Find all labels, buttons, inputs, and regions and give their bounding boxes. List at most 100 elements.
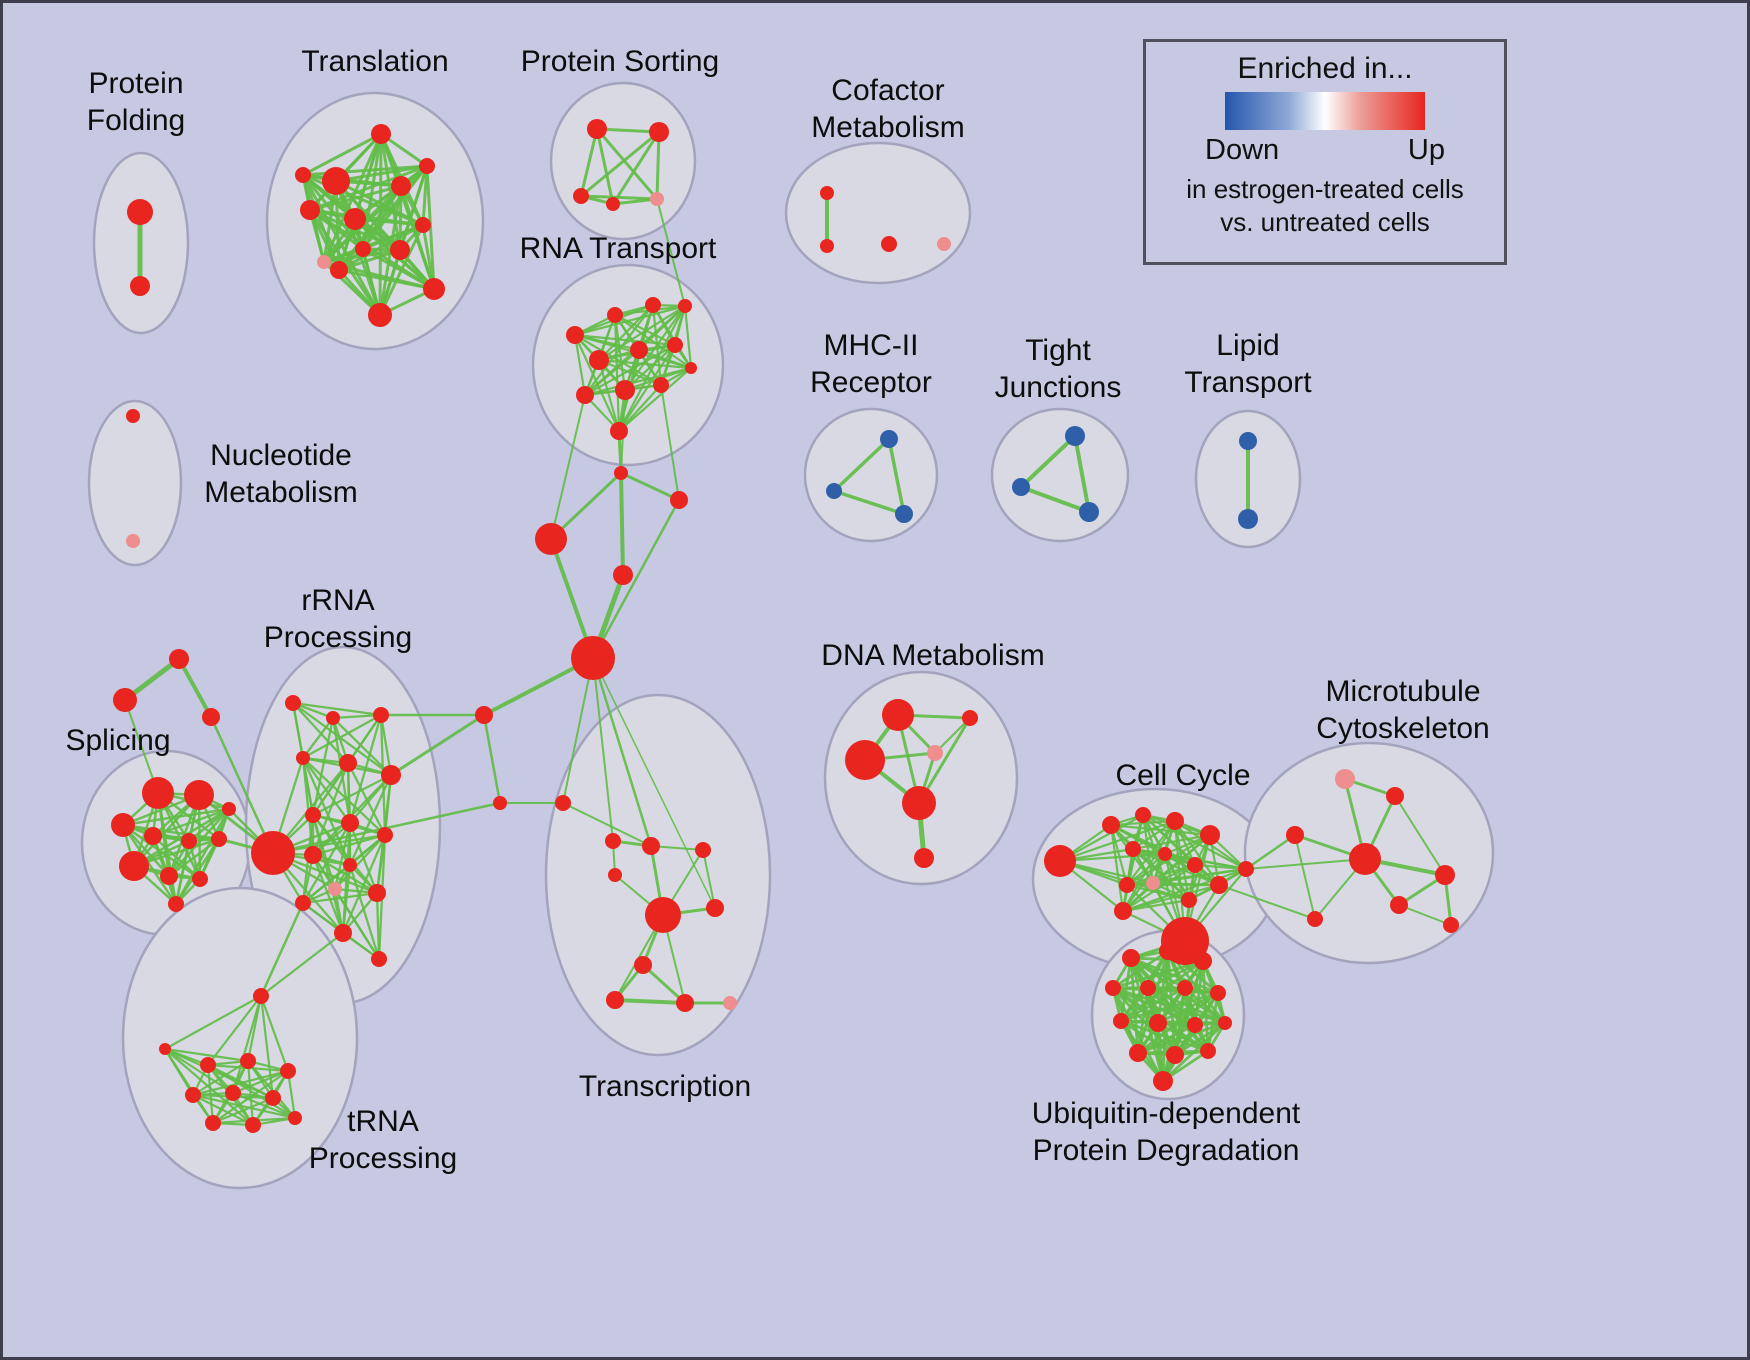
edge — [163, 1047, 235, 1095]
node — [882, 699, 914, 731]
node — [1135, 807, 1151, 823]
edge — [619, 471, 625, 577]
edge — [583, 303, 655, 397]
edge — [331, 713, 383, 720]
node — [355, 241, 371, 257]
edge — [1119, 986, 1187, 1023]
edge — [1193, 863, 1248, 871]
edge — [597, 358, 693, 370]
node — [300, 200, 320, 220]
node — [368, 303, 392, 327]
edge — [211, 1096, 275, 1125]
node — [285, 695, 301, 711]
node — [606, 197, 620, 211]
edge — [311, 813, 345, 935]
legend-down-label: Down — [1205, 134, 1280, 166]
edge — [337, 223, 425, 272]
edge — [361, 247, 436, 291]
node — [371, 124, 391, 144]
node — [368, 884, 386, 902]
node — [1153, 1071, 1173, 1091]
node — [265, 1090, 281, 1106]
node — [573, 188, 589, 204]
node — [608, 868, 622, 882]
cluster-ellipse-cofactor-metabolism — [784, 141, 972, 285]
edge — [617, 383, 663, 433]
node — [317, 255, 331, 269]
edge — [341, 863, 352, 935]
edge — [333, 887, 381, 961]
legend-title: Enriched in... — [1237, 52, 1413, 85]
edge — [121, 823, 178, 906]
node — [1125, 841, 1141, 857]
node — [1105, 980, 1121, 996]
edge — [389, 713, 486, 777]
edge — [1073, 434, 1091, 514]
edge — [579, 127, 599, 198]
edge — [311, 761, 350, 817]
edge — [641, 963, 687, 1005]
node — [576, 386, 594, 404]
node — [1146, 876, 1160, 890]
edge — [549, 471, 623, 541]
edge — [301, 173, 382, 317]
edge — [1136, 1021, 1227, 1055]
node — [1079, 502, 1099, 522]
edge — [1109, 823, 1129, 887]
edge — [301, 863, 352, 905]
node — [902, 786, 936, 820]
edge — [1398, 904, 1452, 926]
edge — [259, 994, 275, 1100]
edge — [597, 358, 621, 433]
edge — [191, 1069, 290, 1097]
node — [251, 831, 295, 875]
node — [1349, 843, 1381, 875]
node — [391, 176, 411, 196]
edge — [1218, 884, 1316, 920]
edge — [174, 807, 231, 906]
node — [415, 217, 431, 233]
node — [667, 337, 683, 353]
edge — [1163, 852, 1248, 871]
node — [130, 276, 150, 296]
node — [670, 491, 688, 509]
edge — [378, 223, 425, 317]
node — [571, 636, 615, 680]
edge — [1019, 434, 1077, 489]
node — [1335, 769, 1355, 789]
node — [695, 842, 711, 858]
edge — [151, 834, 202, 881]
node — [1114, 902, 1132, 920]
node — [1386, 787, 1404, 805]
node — [587, 119, 607, 139]
edge — [579, 194, 659, 201]
node — [304, 846, 322, 864]
edge — [191, 1059, 250, 1097]
edge — [1121, 867, 1248, 913]
node — [880, 430, 898, 448]
edge — [613, 313, 693, 370]
edge — [191, 1093, 255, 1127]
node — [606, 991, 624, 1009]
node — [240, 1053, 256, 1069]
node — [1113, 1013, 1129, 1029]
node — [1200, 1043, 1216, 1059]
edge — [333, 833, 387, 891]
edge — [660, 384, 680, 501]
edge — [246, 1059, 255, 1127]
edge — [934, 717, 971, 754]
node — [610, 422, 628, 440]
edge — [595, 127, 659, 201]
node — [1177, 980, 1193, 996]
node — [1065, 426, 1085, 446]
edge — [209, 715, 275, 855]
node — [653, 377, 669, 393]
edge — [311, 716, 335, 817]
node — [650, 192, 664, 206]
edge — [887, 437, 906, 516]
edge — [597, 303, 655, 362]
edge — [1244, 833, 1297, 871]
edge — [562, 657, 594, 804]
